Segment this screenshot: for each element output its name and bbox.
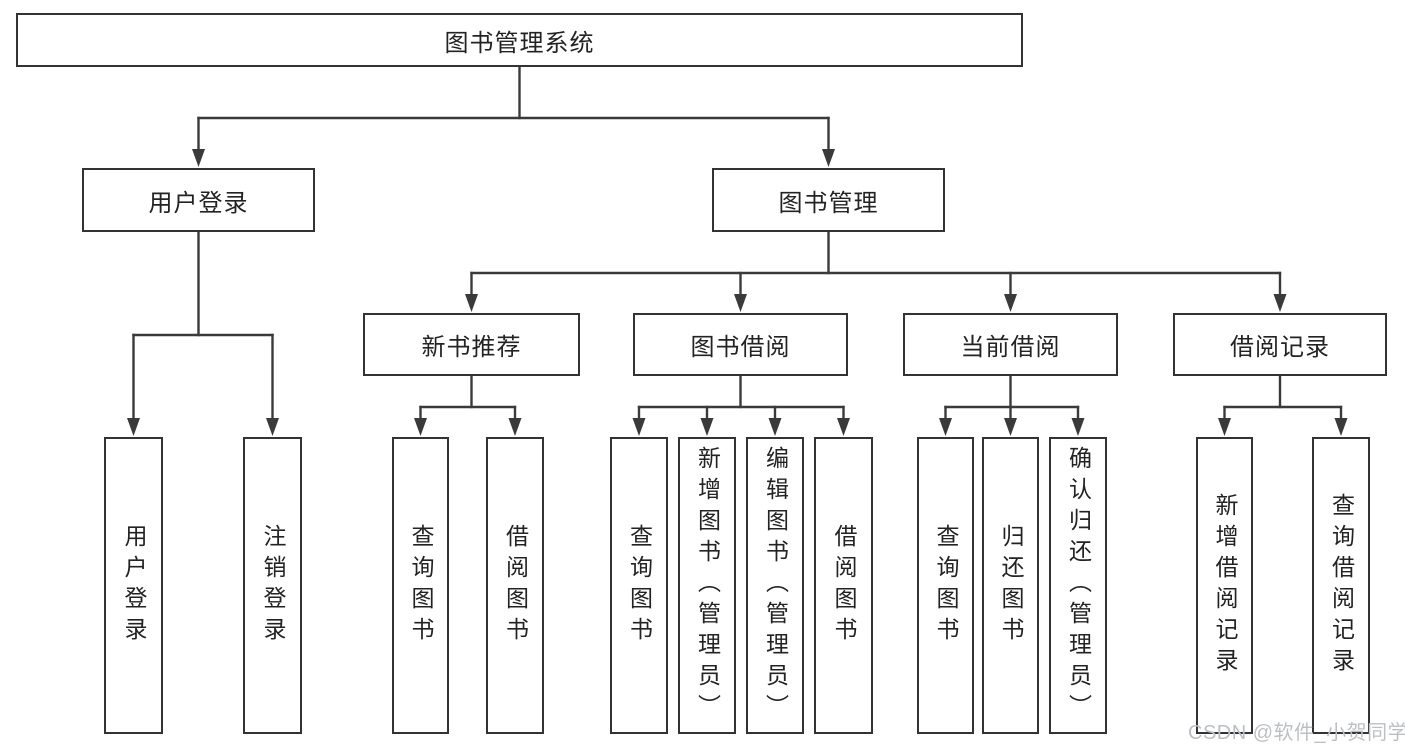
node-label-new-book-recommend: 新书推荐: [421, 334, 522, 361]
watermark: CSDN @软件_小贺同学: [1188, 722, 1405, 744]
node-borrow-record: 借阅记录: [1173, 313, 1387, 376]
node-edit-book-admin: 编辑图书（管理员）: [746, 437, 804, 734]
node-label-borrow-book-1: 借阅图书: [502, 523, 529, 648]
arrowhead-icon: [837, 418, 850, 436]
arrowhead-icon: [1071, 418, 1085, 436]
arrowhead-icon: [508, 418, 522, 436]
node-label-book-borrow: 图书借阅: [690, 334, 791, 361]
arrowhead-icon: [192, 149, 205, 167]
node-borrow-book-1: 借阅图书: [486, 437, 544, 734]
arrowhead-icon: [632, 418, 646, 436]
node-system: 图书管理系统: [16, 13, 1023, 67]
arrowhead-icon: [1004, 294, 1017, 312]
node-label-system: 图书管理系统: [444, 29, 595, 57]
node-new-book-recommend: 新书推荐: [363, 313, 580, 376]
node-label-query-book-2: 查询图书: [626, 523, 653, 648]
node-label-add-borrow-record: 新增借阅记录: [1212, 492, 1238, 679]
node-label-user-login-group: 用户登录: [148, 189, 249, 217]
arrowhead-icon: [465, 294, 478, 312]
arrowhead-icon: [700, 418, 714, 436]
node-book-management: 图书管理: [712, 168, 945, 232]
node-user-login-group: 用户登录: [82, 168, 315, 232]
node-label-borrow-record: 借阅记录: [1230, 334, 1330, 361]
arrowhead-icon: [768, 418, 782, 436]
node-label-query-borrow-record: 查询借阅记录: [1328, 492, 1355, 679]
node-borrow-book-2: 借阅图书: [814, 437, 873, 734]
node-add-book-admin: 新增图书（管理员）: [678, 437, 736, 734]
arrowhead-icon: [734, 294, 747, 312]
node-query-book-3: 查询图书: [917, 437, 974, 734]
arrowhead-icon: [939, 418, 952, 436]
node-query-book-2: 查询图书: [610, 437, 668, 734]
node-label-add-book-admin: 新增图书（管理员）: [694, 446, 721, 725]
arrowhead-icon: [1334, 418, 1348, 436]
arrowhead-icon: [822, 149, 835, 167]
arrowhead-icon: [1273, 294, 1287, 312]
node-book-borrow: 图书借阅: [633, 313, 848, 376]
node-label-return-book: 归还图书: [998, 523, 1024, 648]
node-query-borrow-record: 查询借阅记录: [1312, 437, 1370, 734]
node-label-user-login: 用户登录: [121, 523, 147, 648]
arrowhead-icon: [127, 418, 140, 436]
arrowhead-icon: [1004, 418, 1017, 436]
node-label-current-borrow: 当前借阅: [960, 334, 1061, 361]
node-label-query-book-3: 查询图书: [933, 523, 959, 648]
node-label-book-management: 图书管理: [778, 189, 879, 217]
arrowhead-icon: [414, 418, 427, 436]
node-label-logout: 注销登录: [260, 523, 286, 648]
node-return-book: 归还图书: [982, 437, 1039, 734]
node-label-query-book-1: 查询图书: [408, 523, 434, 648]
arrowhead-icon: [266, 418, 279, 436]
node-logout: 注销登录: [243, 437, 302, 734]
node-label-confirm-return: 确认归还（管理员）: [1065, 446, 1092, 725]
node-current-borrow: 当前借阅: [903, 313, 1118, 376]
arrowhead-icon: [1218, 418, 1231, 436]
node-query-book-1: 查询图书: [392, 437, 449, 734]
node-confirm-return: 确认归还（管理员）: [1049, 437, 1107, 734]
node-user-login: 用户登录: [104, 437, 163, 734]
node-label-edit-book-admin: 编辑图书（管理员）: [762, 446, 789, 725]
node-add-borrow-record: 新增借阅记录: [1196, 437, 1253, 734]
node-label-borrow-book-2: 借阅图书: [831, 523, 857, 648]
